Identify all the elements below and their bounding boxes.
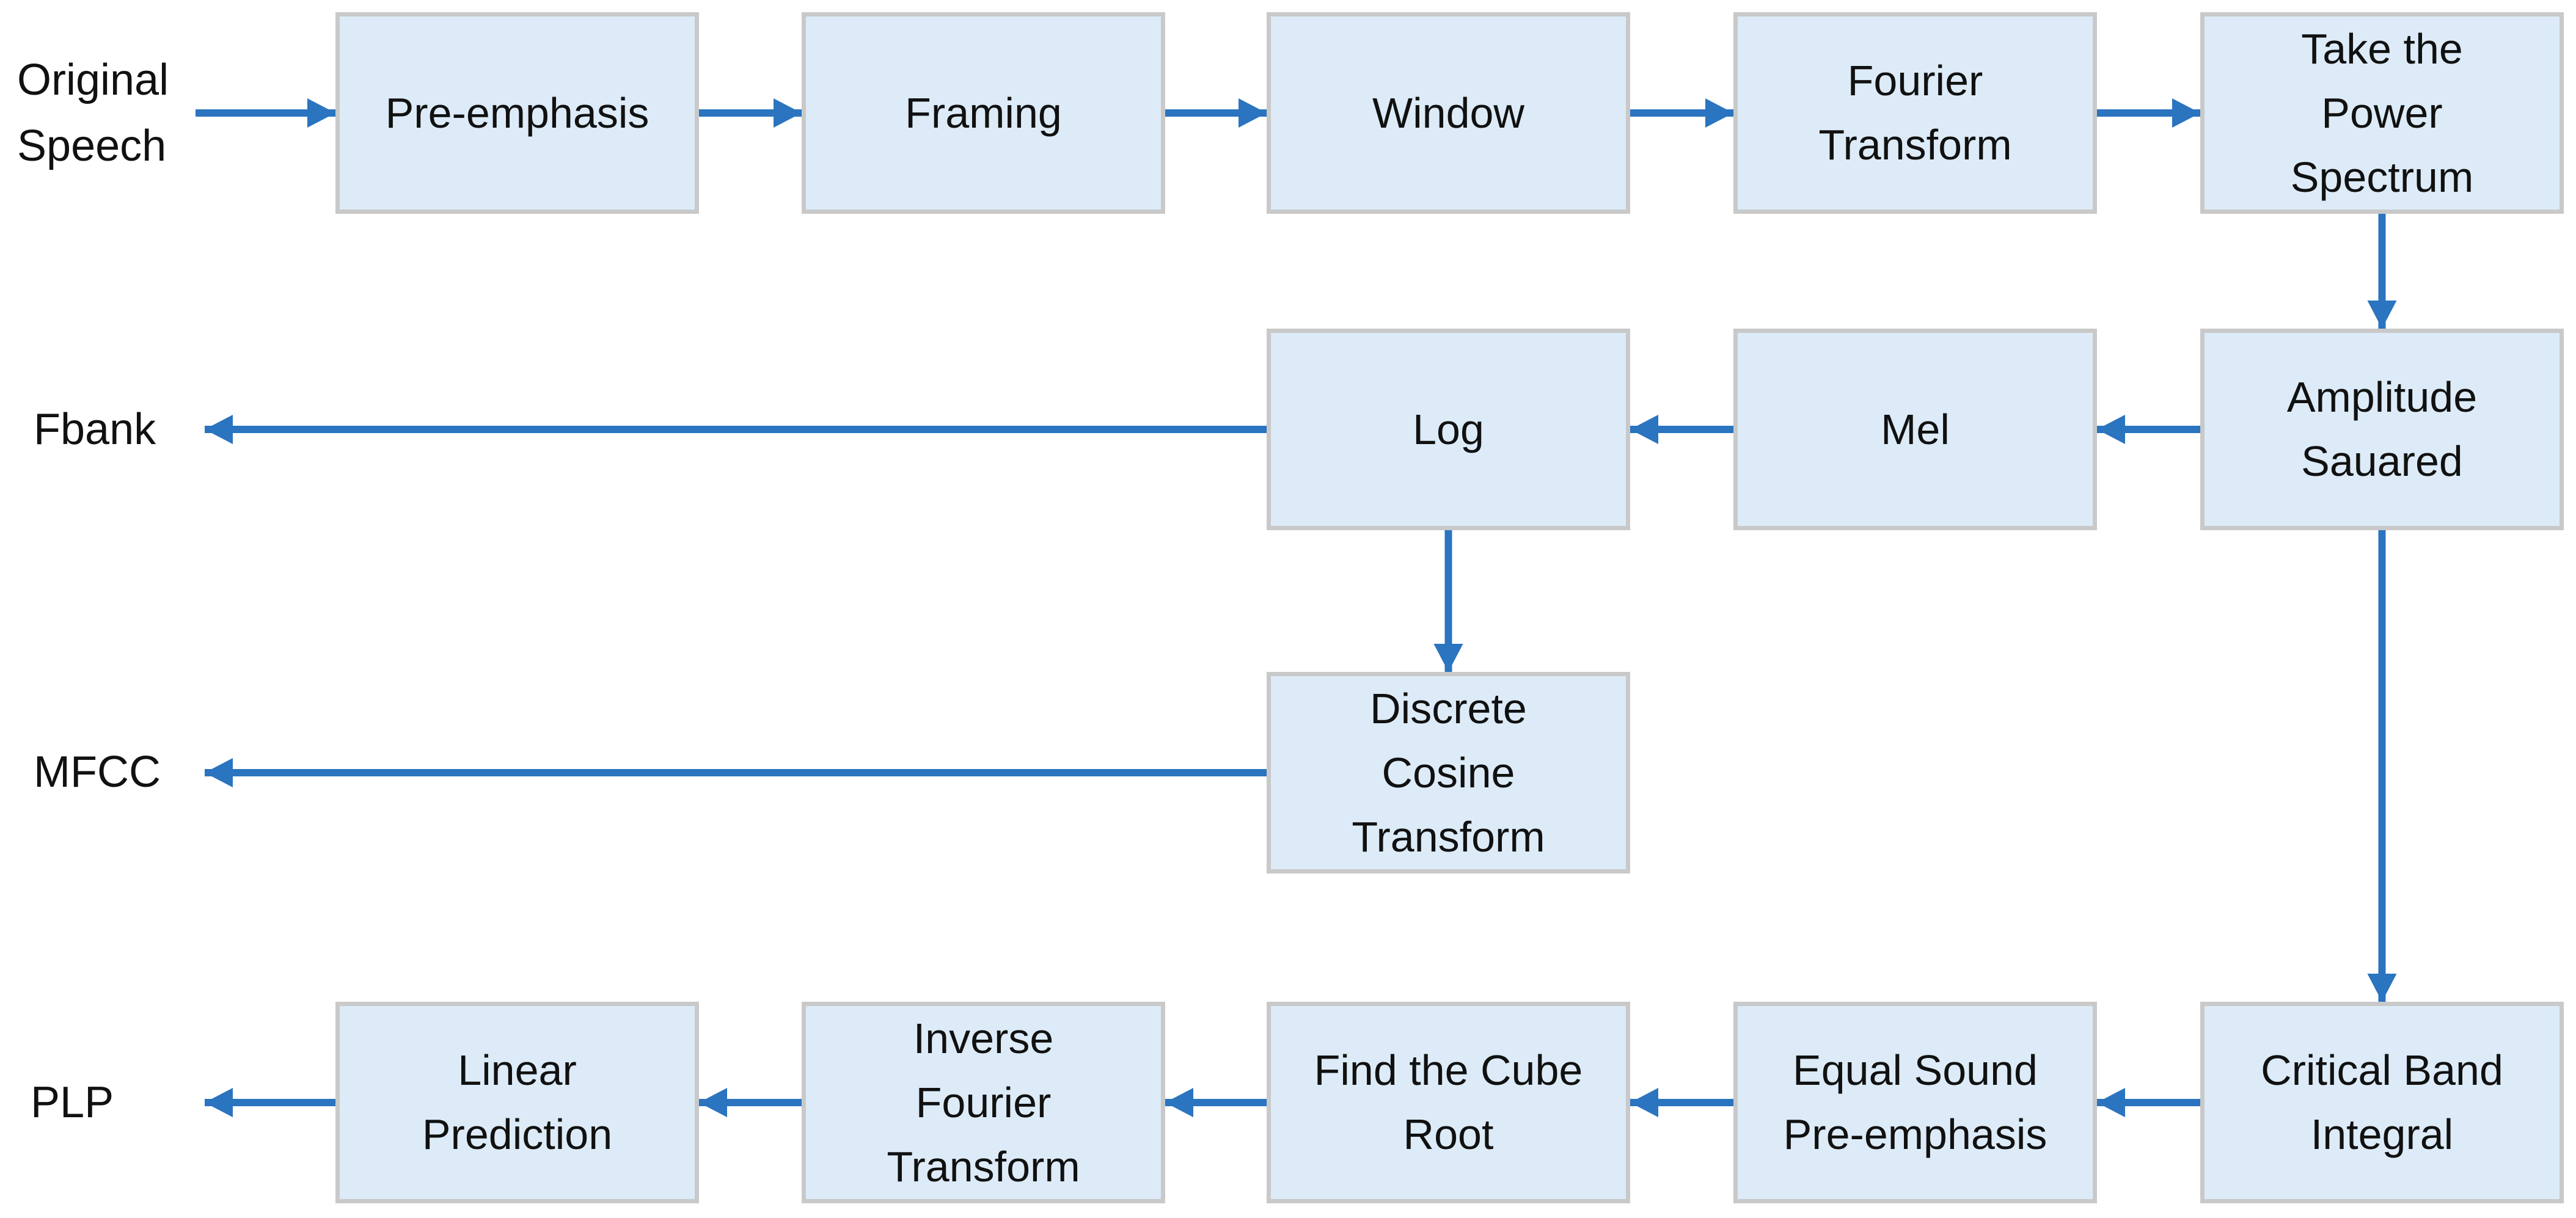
node-fourier: Fourier Transform — [1733, 12, 2097, 214]
label-fbank: Fbank — [34, 405, 156, 454]
node-framing: Framing — [802, 12, 1165, 214]
node-ifft: Inverse Fourier Transform — [802, 1002, 1165, 1203]
node-linear: Linear Prediction — [335, 1002, 699, 1203]
label-original_speech: Original Speech — [17, 56, 169, 170]
node-critical: Critical Band Integral — [2200, 1002, 2564, 1203]
node-amplitude: Amplitude Sauared — [2200, 329, 2564, 530]
node-power: Take the Power Spectrum — [2200, 12, 2564, 214]
node-pre_emphasis: Pre-emphasis — [335, 12, 699, 214]
node-equal: Equal Sound Pre-emphasis — [1733, 1002, 2097, 1203]
node-cube: Find the Cube Root — [1267, 1002, 1630, 1203]
node-window: Window — [1267, 12, 1630, 214]
node-log: Log — [1267, 329, 1630, 530]
label-mfcc: MFCC — [34, 748, 161, 797]
label-plp: PLP — [31, 1078, 114, 1127]
node-mel: Mel — [1733, 329, 2097, 530]
node-dct: Discrete Cosine Transform — [1267, 672, 1630, 873]
